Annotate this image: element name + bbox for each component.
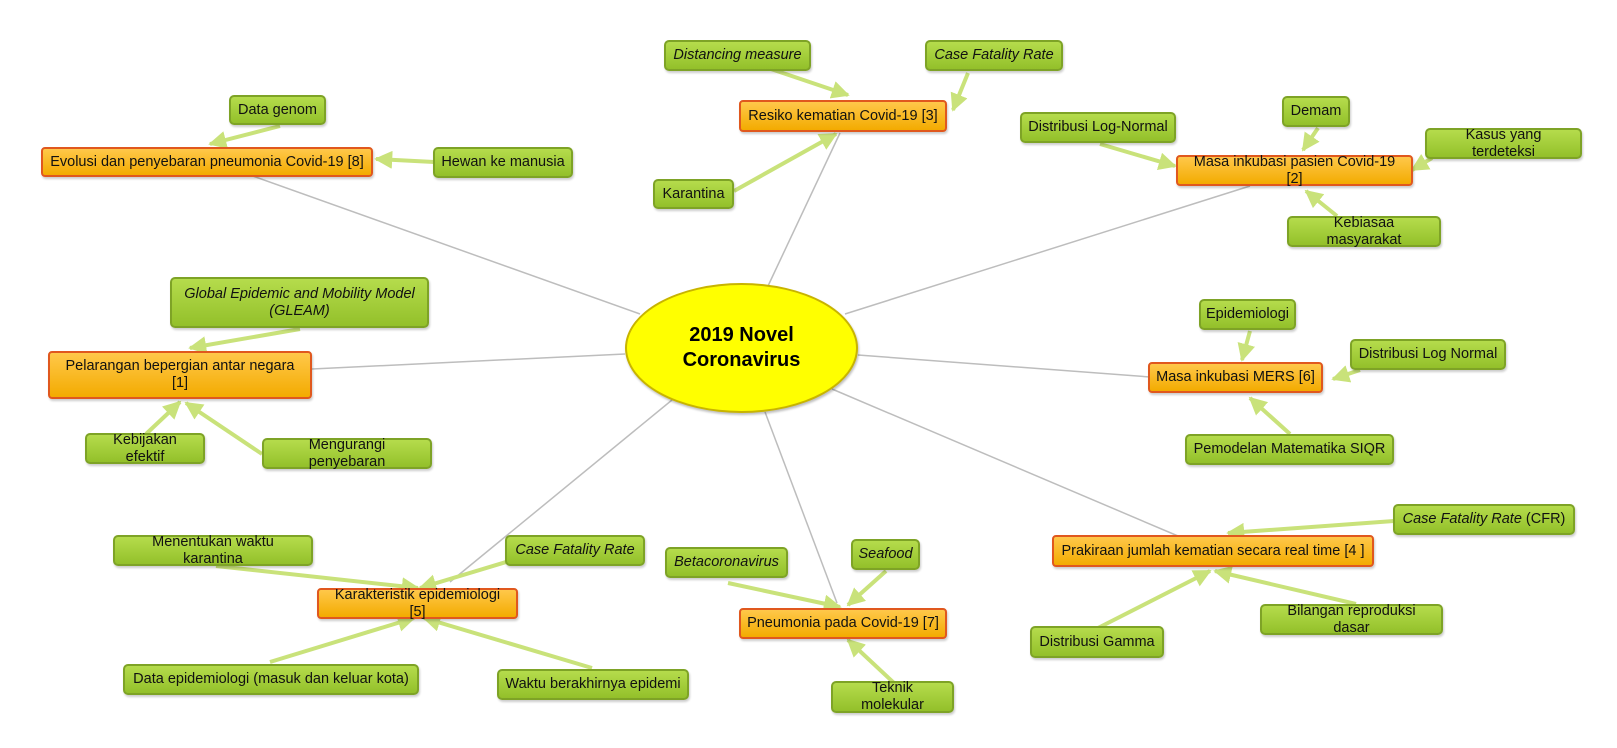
leaf-menentukan-waktu-karantina[interactable]: Menentukan waktu karantina xyxy=(113,534,313,567)
connector-prakiraan xyxy=(831,388,1179,537)
leaf-kasus-terdeteksi[interactable]: Kasus yang terdeteksi xyxy=(1425,127,1582,160)
topic-pelarangan[interactable]: Pelarangan bepergian antar negara [1] xyxy=(48,351,312,399)
arrow-bilangan xyxy=(1213,565,1357,606)
leaf-demam[interactable]: Demam xyxy=(1282,96,1350,127)
leaf-cfr-suffix: (CFR) xyxy=(1521,511,1566,527)
arrow-hewan xyxy=(374,150,435,169)
topic-mers[interactable]: Masa inkubasi MERS [6] xyxy=(1148,362,1323,393)
arrow-cfr-top xyxy=(950,72,970,112)
arrow-kebijakan xyxy=(144,400,182,436)
leaf-gleam[interactable]: Global Epidemic and Mobility Model (GLEA… xyxy=(170,277,429,328)
arrow-cfr-bottom xyxy=(418,557,517,592)
topic-prakiraan[interactable]: Prakiraan jumlah kematian secara real ti… xyxy=(1052,535,1374,567)
leaf-distribusi-gamma[interactable]: Distribusi Gamma xyxy=(1030,626,1164,658)
leaf-data-genom[interactable]: Data genom xyxy=(229,95,326,125)
arrow-data-genom xyxy=(208,124,281,149)
connector-mers xyxy=(857,354,1151,378)
leaf-case-fatality-rate-bottom[interactable]: Case Fatality Rate xyxy=(505,535,645,566)
arrow-siqr xyxy=(1248,396,1292,436)
arrow-karantina xyxy=(733,132,838,193)
connector-masa-inkubasi xyxy=(844,185,1251,315)
leaf-distribusi-log-normal-2[interactable]: Distribusi Log Normal xyxy=(1350,339,1506,370)
arrow-data-epid xyxy=(269,614,416,664)
leaf-waktu-berakhirnya-epidemi[interactable]: Waktu berakhirnya epidemi xyxy=(497,669,689,700)
arrow-seafood xyxy=(846,569,888,607)
leaf-pemodelan-siqr[interactable]: Pemodelan Matematika SIQR xyxy=(1185,434,1394,465)
arrow-kasus xyxy=(1410,153,1434,172)
arrow-gleam xyxy=(188,327,301,355)
topic-resiko[interactable]: Resiko kematian Covid-19 [3] xyxy=(739,100,947,132)
leaf-hewan-ke-manusia[interactable]: Hewan ke manusia xyxy=(433,147,573,178)
central-topic[interactable]: 2019 Novel Coronavirus xyxy=(625,283,858,413)
leaf-case-fatality-rate-top[interactable]: Case Fatality Rate xyxy=(925,40,1063,71)
leaf-betacoronavirus[interactable]: Betacoronavirus xyxy=(665,547,788,578)
leaf-kebiasaan-masyarakat[interactable]: Kebiasaa masyarakat xyxy=(1287,215,1441,248)
leaf-karantina[interactable]: Karantina xyxy=(653,179,734,209)
topic-masa-inkubasi-covid[interactable]: Masa inkubasi pasien Covid-19 [2] xyxy=(1176,154,1413,187)
arrow-kebiasaan xyxy=(1304,189,1339,218)
topic-karakteristik[interactable]: Karakteristik epidemiologi [5] xyxy=(317,587,518,620)
leaf-distribusi-log-normal-1[interactable]: Distribusi Log-Normal xyxy=(1020,112,1176,143)
arrow-mengurangi xyxy=(184,401,264,456)
arrow-beta xyxy=(727,581,842,613)
leaf-cfr-italic: Case Fatality Rate xyxy=(1402,511,1522,527)
connector-pneumonia xyxy=(764,411,838,604)
topic-evolusi[interactable]: Evolusi dan penyebaran pneumonia Covid-1… xyxy=(41,147,373,177)
arrow-log-normal-1 xyxy=(1099,142,1177,171)
leaf-bilangan-reproduksi[interactable]: Bilangan reproduksi dasar xyxy=(1260,603,1443,636)
leaf-epidemiologi[interactable]: Epidemiologi xyxy=(1199,299,1296,330)
arrow-epidemiologi xyxy=(1237,330,1255,362)
arrow-menentukan xyxy=(215,564,420,596)
leaf-teknik-molekular[interactable]: Teknik molekular xyxy=(831,680,954,713)
arrow-gamma xyxy=(1097,569,1212,630)
arrow-teknik xyxy=(846,638,896,685)
connector-resiko xyxy=(767,132,841,287)
connector-evolusi xyxy=(249,174,641,315)
leaf-kebijakan-efektif[interactable]: Kebijakan efektif xyxy=(85,432,205,465)
leaf-distancing-measure[interactable]: Distancing measure xyxy=(664,40,811,71)
leaf-data-epidemiologi[interactable]: Data epidemiologi (masuk dan keluar kota… xyxy=(123,664,419,695)
leaf-seafood[interactable]: Seafood xyxy=(851,539,920,570)
leaf-case-fatality-rate-cfr[interactable]: Case Fatality Rate (CFR) xyxy=(1393,504,1575,535)
connector-pelarangan xyxy=(311,353,626,370)
leaf-arrows xyxy=(144,66,1434,685)
connector-karakteristik xyxy=(449,399,673,583)
arrow-waktu xyxy=(422,613,593,670)
arrow-cfr-right xyxy=(1226,519,1395,541)
arrow-distancing xyxy=(767,66,850,99)
center-connectors xyxy=(249,132,1251,604)
arrow-log-normal-2 xyxy=(1331,365,1361,383)
arrow-demam xyxy=(1301,126,1320,152)
topic-pneumonia[interactable]: Pneumonia pada Covid-19 [7] xyxy=(739,608,947,639)
leaf-mengurangi-penyebaran[interactable]: Mengurangi penyebaran xyxy=(262,437,432,470)
